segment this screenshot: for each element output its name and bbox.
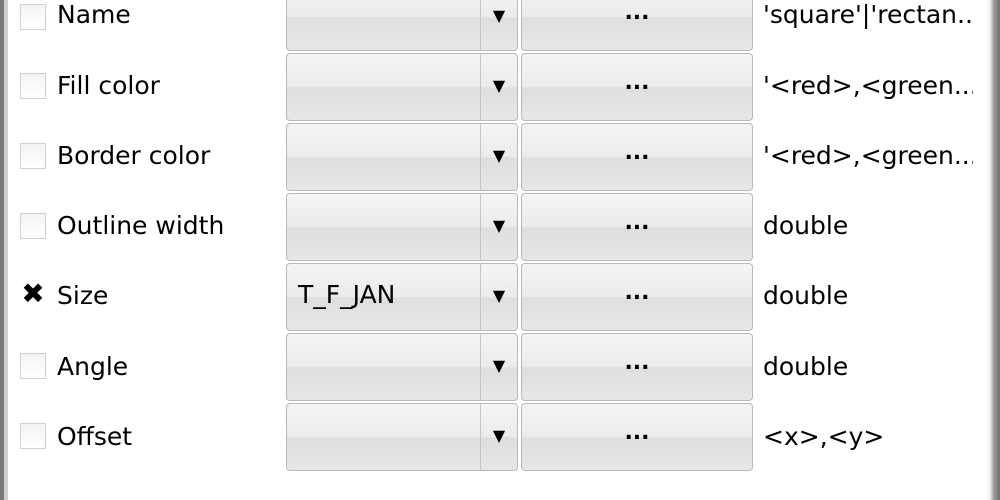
field-combo-offset[interactable]: ▼ (286, 403, 518, 471)
panel-bottom-padding (12, 472, 986, 500)
property-row-fill-color: Fill color ▼ ... '<red>,<green... (0, 53, 1000, 123)
expression-button-size[interactable]: ... (521, 263, 753, 331)
property-label-fill-color: Fill color (57, 71, 160, 100)
checkbox-size[interactable]: ✖ (20, 279, 46, 309)
property-label-border-color: Border color (57, 141, 211, 170)
type-hint-border-color: '<red>,<green... (763, 141, 973, 170)
property-label-name: Name (57, 0, 131, 29)
chevron-down-icon[interactable]: ▼ (492, 216, 506, 235)
checkbox-border-color[interactable] (20, 143, 46, 169)
checkbox-name[interactable] (20, 4, 46, 30)
checkbox-angle[interactable] (20, 353, 46, 379)
property-row-border-color: Border color ▼ ... '<red>,<green... (0, 123, 1000, 193)
field-combo-border-color[interactable]: ▼ (286, 123, 518, 191)
chevron-down-icon[interactable]: ▼ (492, 286, 506, 305)
field-combo-outline-width[interactable]: ▼ (286, 193, 518, 261)
type-hint-fill-color: '<red>,<green... (763, 71, 973, 100)
expression-button-name[interactable]: ... (521, 0, 753, 51)
property-row-angle: Angle ▼ ... double (0, 333, 1000, 403)
field-combo-value: T_F_JAN (298, 280, 396, 309)
type-hint-name: 'square'|'rectan... (763, 0, 973, 29)
type-hint-size: double (763, 281, 849, 310)
expression-button-border-color[interactable]: ... (521, 123, 753, 191)
checkbox-outline-width[interactable] (20, 213, 46, 239)
property-label-outline-width: Outline width (57, 211, 225, 240)
window-left-border (0, 0, 12, 500)
property-label-angle: Angle (57, 352, 129, 381)
type-hint-offset: <x>,<y> (763, 422, 885, 451)
combo-divider (480, 54, 481, 120)
type-hint-outline-width: double (763, 211, 849, 240)
chevron-down-icon[interactable]: ▼ (492, 356, 506, 375)
field-combo-fill-color[interactable]: ▼ (286, 53, 518, 121)
expression-button-outline-width[interactable]: ... (521, 193, 753, 261)
checkmark-icon: ✖ (21, 277, 45, 310)
combo-divider (480, 124, 481, 190)
combo-divider (480, 334, 481, 400)
combo-divider (480, 404, 481, 470)
checkbox-fill-color[interactable] (20, 73, 46, 99)
expression-button-offset[interactable]: ... (521, 403, 753, 471)
property-row-name: Name ▼ ... 'square'|'rectan... (0, 0, 1000, 53)
combo-divider (480, 0, 481, 50)
property-label-offset: Offset (57, 422, 133, 451)
expression-button-angle[interactable]: ... (521, 333, 753, 401)
combo-divider (480, 264, 481, 330)
property-row-size: ✖ Size T_F_JAN ▼ ... double (0, 263, 1000, 333)
property-label-size: Size (57, 281, 109, 310)
chevron-down-icon[interactable]: ▼ (492, 426, 506, 445)
chevron-down-icon[interactable]: ▼ (492, 6, 506, 25)
type-hint-angle: double (763, 352, 849, 381)
chevron-down-icon[interactable]: ▼ (492, 146, 506, 165)
checkbox-offset[interactable] (20, 423, 46, 449)
field-combo-size[interactable]: T_F_JAN ▼ (286, 263, 518, 331)
chevron-down-icon[interactable]: ▼ (492, 76, 506, 95)
property-row-offset: Offset ▼ ... <x>,<y> (0, 403, 1000, 473)
window-right-border (986, 0, 1000, 500)
field-combo-name[interactable]: ▼ (286, 0, 518, 51)
combo-divider (480, 194, 481, 260)
field-combo-angle[interactable]: ▼ (286, 333, 518, 401)
expression-button-fill-color[interactable]: ... (521, 53, 753, 121)
property-row-outline-width: Outline width ▼ ... double (0, 193, 1000, 263)
